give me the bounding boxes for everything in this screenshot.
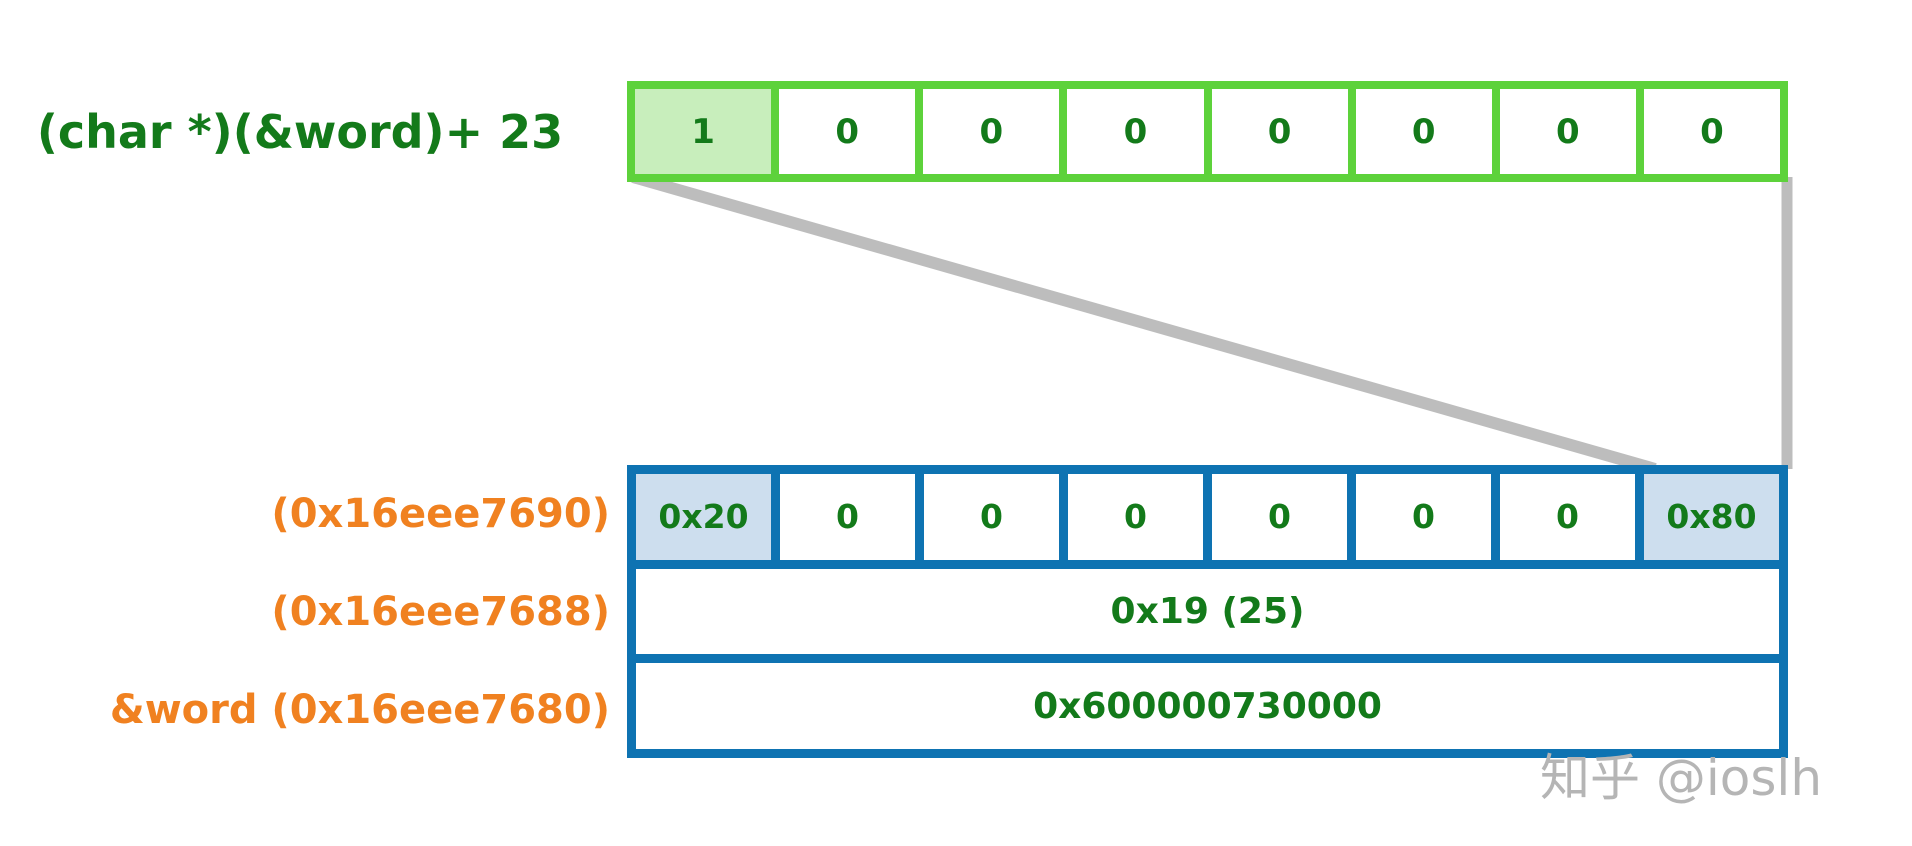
byte-cell-1: 0 (780, 474, 915, 560)
length-row-address-label: (0x16eee7688) (271, 589, 610, 635)
bit-cell-1: 0 (779, 89, 916, 174)
word-value-cell: 0x600000730000 (636, 663, 1779, 750)
bit-cell-5: 0 (1355, 89, 1492, 174)
byte-table-bytes-row: 0x20 0 0 0 0 0 0 0x80 (636, 474, 1779, 560)
bit-row: 1 0 0 0 0 0 0 0 (627, 81, 1788, 182)
byte-cell-7: 0x80 (1644, 474, 1779, 560)
byte-cell-3: 0 (1068, 474, 1203, 560)
bit-cell-4: 0 (1211, 89, 1348, 174)
bit-cell-0: 1 (635, 89, 772, 174)
byte-row-address-label: (0x16eee7690) (271, 491, 610, 537)
bit-cell-6: 0 (1499, 89, 1636, 174)
byte-table-length-row: 0x19 (25) (636, 568, 1779, 655)
bit-cell-7: 0 (1643, 89, 1780, 174)
byte-cell-0: 0x20 (636, 474, 771, 560)
word-address-label: &word (0x16eee7680) (109, 686, 610, 733)
bit-cell-2: 0 (923, 89, 1060, 174)
length-value-cell: 0x19 (25) (636, 568, 1779, 655)
byte-cell-6: 0 (1500, 474, 1635, 560)
byte-cell-5: 0 (1356, 474, 1491, 560)
byte-cell-2: 0 (924, 474, 1059, 560)
byte-table-word-row: 0x600000730000 (636, 663, 1779, 750)
bit-cell-3: 0 (1067, 89, 1204, 174)
byte-table: 0x20 0 0 0 0 0 0 0x80 0x19 (25) 0x600000… (627, 465, 1788, 758)
diagonal-connector-line (631, 171, 1657, 475)
bit-row-label: (char *)(&word)+ 23 (36, 104, 564, 159)
watermark: 知乎 @ioslh (1540, 749, 1823, 807)
byte-cell-4: 0 (1212, 474, 1347, 560)
